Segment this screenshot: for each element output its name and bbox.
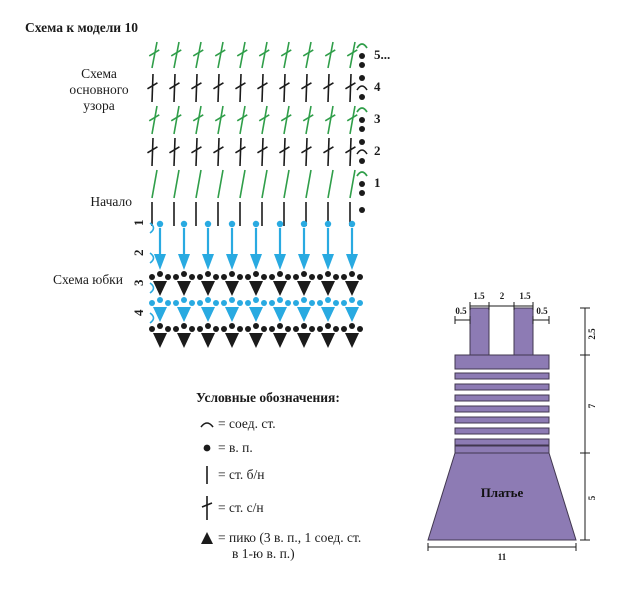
skirt-row-2 (149, 271, 363, 296)
legend-arc-icon (196, 418, 218, 430)
dress-skirt (427, 452, 577, 541)
skirt-row-1 (154, 220, 358, 270)
dress-name-label: Платье (481, 485, 524, 500)
legend-item-text: = пико (3 в. п., 1 соед. ст.в 1-ю в. п.) (218, 530, 362, 561)
legend-item-sc: = ст. б/н (196, 464, 440, 486)
legend-title: Условные обозначения: (196, 390, 340, 405)
legend-item-arc: = соед. ст. (196, 416, 440, 432)
foundation-row (151, 202, 351, 226)
skirt-row-number: 4 (131, 309, 146, 316)
dress-bodice (454, 354, 550, 455)
skirt-row-arc-icon (149, 282, 155, 294)
dress-strap-left (469, 307, 490, 356)
measure-offset-left: 0.5 (455, 306, 467, 316)
measure-strap-gap: 2 (500, 291, 505, 301)
main-pattern-row-4 (147, 73, 356, 103)
measure-strap-left: 1.5 (473, 291, 485, 301)
row-number: 1 (374, 175, 381, 190)
legend-dc-icon (196, 494, 218, 522)
skirt-row-arc-icon (149, 312, 155, 324)
measure-skirt-height: 5 (587, 495, 597, 500)
dress-right-measure-line (580, 307, 590, 541)
main-pattern-row-3 (148, 105, 358, 135)
row-marker-4 (356, 75, 368, 100)
measure-offset-right: 0.5 (536, 306, 548, 316)
legend-picot-icon (196, 530, 218, 546)
legend-item-text: = ст. б/н (218, 467, 265, 482)
row-marker-5... (356, 43, 368, 68)
measure-straps-height: 2.5 (587, 328, 597, 340)
legend-item-picot: = пико (3 в. п., 1 соед. ст.в 1-ю в. п.) (196, 530, 440, 562)
skirt-row-3 (149, 297, 363, 322)
legend: Условные обозначения: = соед. ст. = в. п.… (196, 390, 440, 570)
skirt-row-4 (149, 323, 363, 348)
dress-bottom-measure-line (427, 543, 577, 551)
row-marker-1 (356, 171, 368, 196)
main-pattern-row-5... (148, 41, 358, 69)
legend-items: = соед. ст. = в. п. = ст. б/н = ст. с/н = пи… (196, 416, 440, 562)
main-pattern-label: Схема основного узора (69, 66, 129, 113)
legend-dot-icon (196, 442, 218, 454)
legend-sc-icon (196, 464, 218, 486)
measure-bottom-width: 11 (498, 552, 507, 562)
dress-offset-left-line (454, 316, 471, 324)
skirt-row-arc-icon (149, 222, 155, 234)
foundation-marker (359, 207, 365, 213)
skirt-label: Схема юбки (53, 272, 123, 287)
row-marker-2 (356, 139, 368, 164)
page-title: Схема к модели 10 (25, 20, 138, 35)
legend-item-text: = ст. с/н (218, 500, 264, 515)
skirt-row-arc-icon (149, 252, 155, 264)
row-number: 2 (374, 143, 381, 158)
skirt-row-number: 2 (131, 250, 146, 257)
start-label: Начало (90, 194, 132, 209)
legend-item-text: = соед. ст. (218, 416, 276, 431)
row-marker-3 (356, 107, 368, 132)
dress-strap-right (513, 307, 534, 356)
dress-offset-right-line (532, 316, 550, 324)
dress-top-measure-line (469, 302, 534, 310)
row-number: 3 (374, 111, 381, 126)
measure-bodice-height: 7 (587, 403, 597, 408)
main-pattern-row-2 (147, 137, 356, 167)
legend-item-dc: = ст. с/н (196, 494, 440, 522)
dress-diagram: Платье 1.5 2 1.5 0.5 0.5 (427, 291, 597, 562)
legend-item-text: = в. п. (218, 440, 253, 455)
row-number: 5... (374, 47, 390, 62)
legend-item-dot: = в. п. (196, 440, 440, 456)
skirt-row-number: 1 (131, 220, 146, 227)
row-number: 4 (374, 79, 381, 94)
main-pattern-row-1 (151, 169, 356, 199)
measure-strap-right: 1.5 (519, 291, 531, 301)
